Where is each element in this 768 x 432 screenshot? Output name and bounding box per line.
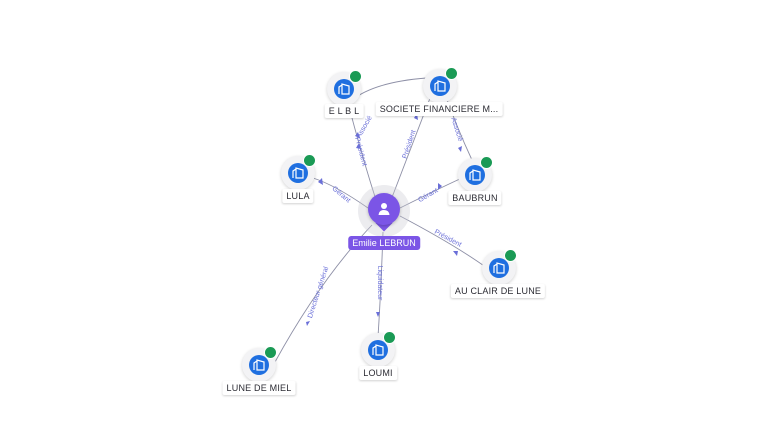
edge-label: Président [433,229,462,249]
building-icon [493,262,505,274]
building-icon [434,80,446,92]
edge-label: Directeur général [307,266,330,320]
check-badge-icon [303,154,316,167]
edge-label: Liquidateur [376,266,383,301]
check-badge-icon [480,156,493,169]
company-label-loumi[interactable]: LOUMI [359,366,397,380]
company-label-sfm[interactable]: SOCIETE FINANCIERE M... [375,102,503,116]
company-node-sfm[interactable] [423,67,458,103]
company-label-elbl[interactable]: E L B L [324,104,364,118]
check-badge-icon [349,70,362,83]
building-icon [292,167,304,179]
company-node-baubrun[interactable] [458,156,493,192]
company-node-lula[interactable] [281,154,316,190]
building-icon [372,344,384,356]
building-icon [338,83,350,95]
edge-label: Président [402,129,418,159]
person-icon [378,203,390,215]
company-label-lula[interactable]: LULA [282,189,314,203]
person-node-emilie[interactable] [358,185,410,237]
edge-label: Associé [356,115,374,140]
company-node-loumi[interactable] [361,331,396,367]
company-node-elbl[interactable] [327,70,362,106]
company-node-auclair[interactable] [482,249,517,285]
edge-label: Président [353,136,367,166]
check-badge-icon [264,346,277,359]
building-icon [469,169,481,181]
person-label[interactable]: Emilie LEBRUN [348,236,420,250]
edge-label: Gérant [417,187,439,204]
company-label-lunedemiel[interactable]: LUNE DE MIEL [222,381,296,395]
company-label-auclair[interactable]: AU CLAIR DE LUNE [450,284,546,298]
check-badge-icon [445,67,458,80]
company-label-baubrun[interactable]: BAUBRUN [448,191,502,205]
edge-label: Associé [449,117,463,143]
check-badge-icon [383,331,396,344]
check-badge-icon [504,249,517,262]
building-icon [253,359,265,371]
company-node-lunedemiel[interactable] [242,346,277,382]
